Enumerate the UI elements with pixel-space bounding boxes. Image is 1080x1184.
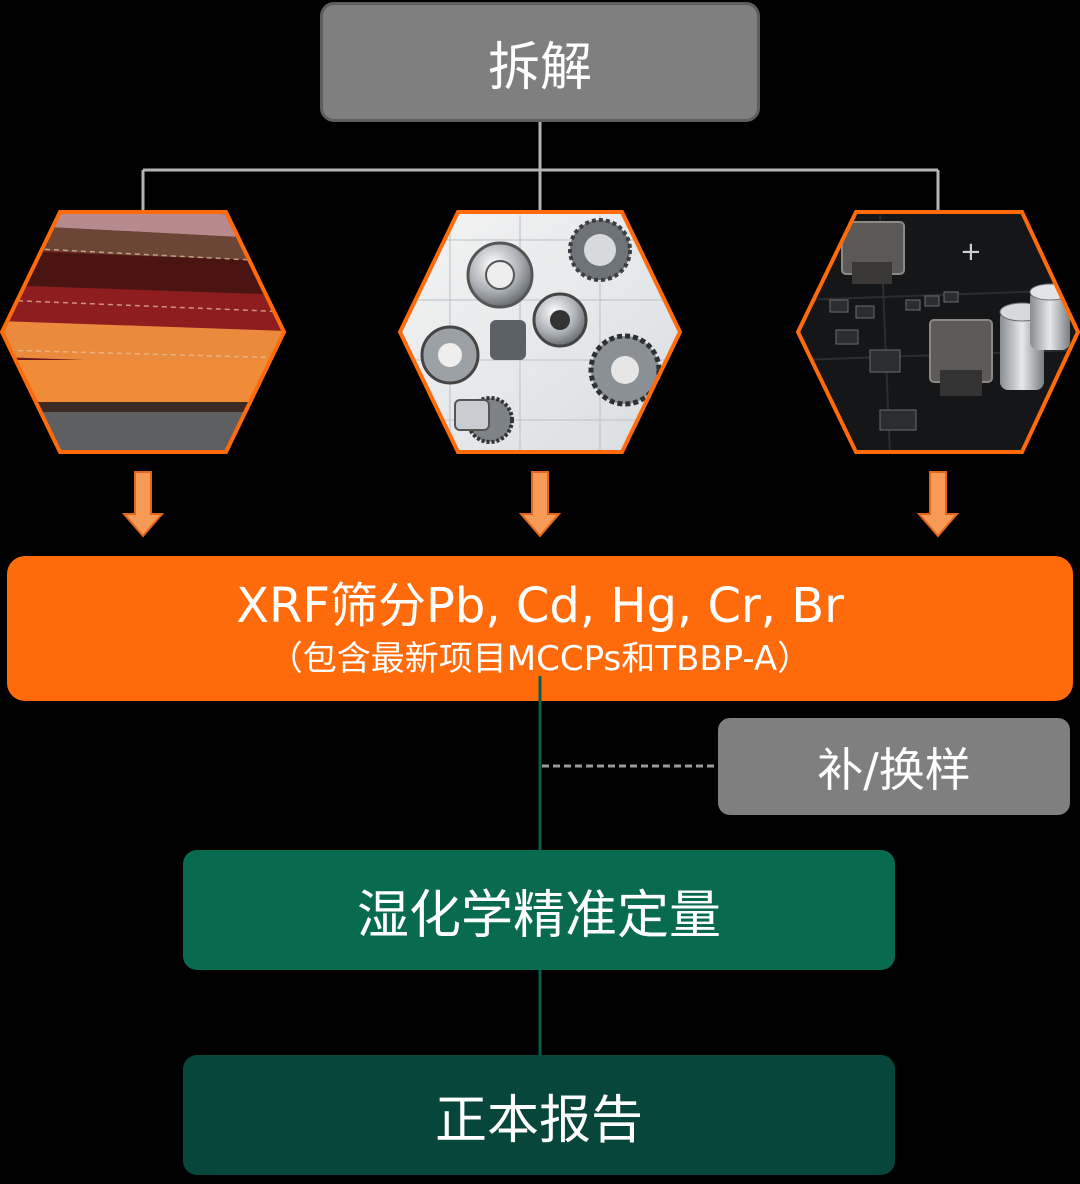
wet-chemistry-label: 湿化学精准定量 bbox=[356, 885, 721, 946]
tree-connector bbox=[141, 122, 940, 212]
down-arrow-icon bbox=[518, 471, 562, 538]
svg-text:+: + bbox=[960, 237, 982, 267]
leather-samples-image bbox=[0, 210, 287, 454]
disassemble-node: 拆解 bbox=[320, 2, 760, 122]
down-arrow-icon bbox=[916, 471, 960, 538]
wet-chemistry-node: 湿化学精准定量 bbox=[183, 850, 895, 970]
xrf-screening-node: XRF筛分Pb, Cd, Hg, Cr, Br （包含最新项目MCCPs和TBB… bbox=[7, 556, 1073, 701]
mechanical-parts-image bbox=[397, 210, 683, 454]
report-label: 正本报告 bbox=[434, 1090, 643, 1151]
report-node: 正本报告 bbox=[183, 1055, 895, 1175]
xrf-subtitle: （包含最新项目MCCPs和TBBP-A） bbox=[268, 638, 812, 679]
resample-label: 补/换样 bbox=[817, 742, 971, 797]
xrf-title: XRF筛分Pb, Cd, Hg, Cr, Br bbox=[236, 577, 844, 634]
circuit-board-image: + bbox=[795, 210, 1080, 454]
down-arrow-icon bbox=[121, 471, 165, 538]
resample-node: 补/换样 bbox=[718, 718, 1070, 815]
disassemble-label: 拆解 bbox=[487, 37, 592, 98]
